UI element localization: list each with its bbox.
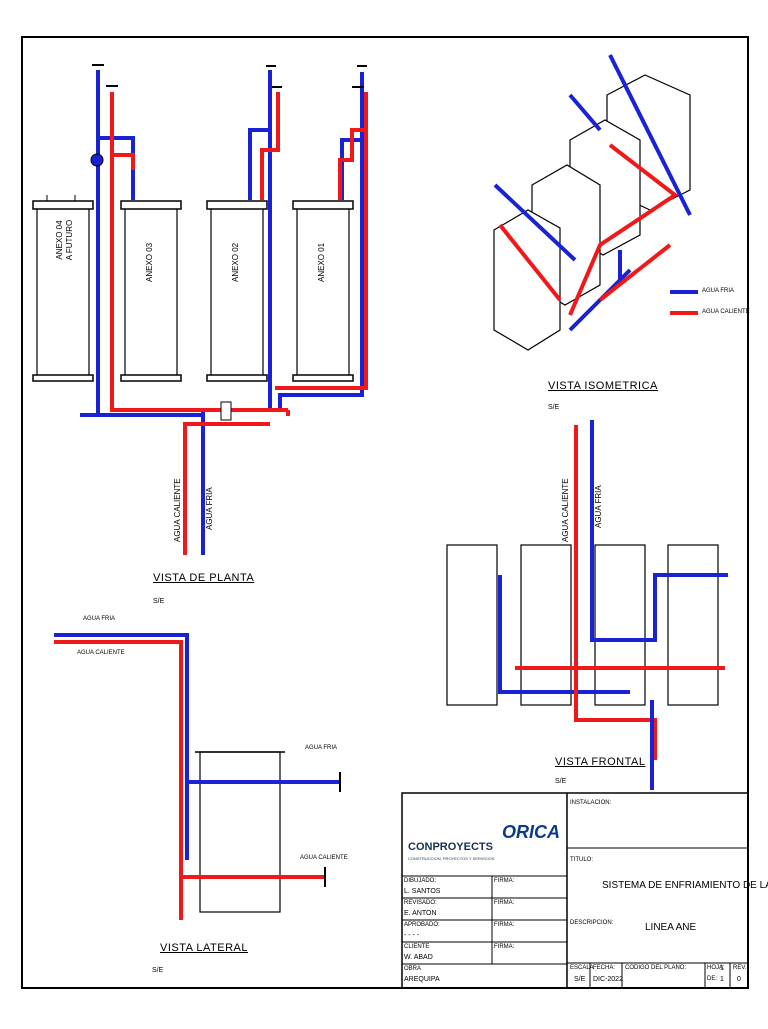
frontal-view-title: VISTA FRONTAL <box>555 756 646 768</box>
aprobado-label: APROBADO: <box>404 922 440 928</box>
revisado-firma-label: FIRMA: <box>494 900 515 906</box>
frontal-view-scale: S/E <box>555 778 567 785</box>
fecha-label: FECHA: <box>593 965 616 971</box>
company-logo-orica: ORICA <box>502 822 560 842</box>
escala-value: S/E <box>574 976 586 983</box>
plan-cold-label: AGUA FRIA <box>205 487 214 530</box>
sheet-border <box>21 36 749 989</box>
legend-hot-label: AGUA CALIENTE <box>702 309 750 315</box>
annex-tank-03 <box>120 200 182 382</box>
codigo-label: CODIGO DEL PLANO: <box>625 965 687 971</box>
titleblock-frame <box>401 792 749 989</box>
lateral-cold-label-top: AGUA FRIA <box>83 616 116 622</box>
escala-label: ESCALA <box>570 965 594 971</box>
annex-tank-01 <box>292 200 354 382</box>
aprobado-value: - - - - <box>404 932 420 939</box>
plan-hot-label: AGUA CALIENTE <box>173 478 182 542</box>
company-subtitle: CONSTRUCCION, PROYECTOS Y SERVICIOS <box>408 856 495 861</box>
hoja-value: 1 <box>720 965 724 972</box>
annex-tank-04 <box>32 195 94 382</box>
annex-01-label: ANEXO 01 <box>317 242 326 282</box>
plan-view-scale: S/E <box>153 598 165 605</box>
cliente-value: W. ABAD <box>404 954 433 961</box>
plan-union-fitting <box>220 401 232 421</box>
lateral-tank <box>199 751 281 913</box>
dibujado-value: L. SANTOS <box>404 888 441 895</box>
aprobado-firma-label: FIRMA: <box>494 922 515 928</box>
rev-value: 0 <box>737 976 741 983</box>
annex-tank-02 <box>206 200 268 382</box>
lateral-view-title: VISTA LATERAL <box>160 942 249 954</box>
frontal-hot-label: AGUA CALIENTE <box>561 478 570 542</box>
lateral-hot-label-top: AGUA CALIENTE <box>77 650 125 656</box>
legend-cold-label: AGUA FRIA <box>702 288 735 294</box>
lateral-view-scale: S/E <box>152 967 164 974</box>
dibujado-label: DIBUJADO: <box>404 878 437 884</box>
annex-04-label-line2: A FUTURO <box>65 219 74 261</box>
lateral-view <box>54 633 341 920</box>
fecha-value: DIC-2022 <box>593 976 623 983</box>
plan-valve-icon <box>90 153 104 167</box>
descripcion-label: DESCRIPCION: <box>570 920 614 926</box>
descripcion-value: LINEA ANE <box>645 922 697 933</box>
instalacion-label: INSTALACION: <box>570 800 612 806</box>
annex-03-label: ANEXO 03 <box>145 242 154 282</box>
obra-value: AREQUIPA <box>404 976 440 983</box>
plan-view <box>32 64 368 555</box>
plan-view-title: VISTA DE PLANTA <box>153 572 255 584</box>
isometric-view <box>493 54 698 351</box>
frontal-cold-pipes <box>498 420 728 694</box>
de-value: 1 <box>720 976 724 983</box>
obra-label: OBRA <box>404 966 422 972</box>
lateral-cold-label: AGUA FRIA <box>305 745 338 751</box>
dibujado-firma-label: FIRMA: <box>494 878 515 884</box>
lateral-hot-label: AGUA CALIENTE <box>300 855 348 861</box>
cliente-label: CLIENTE <box>404 944 430 950</box>
de-label: DE: <box>707 976 718 982</box>
revisado-value: E. ANTON <box>404 910 437 917</box>
lateral-hot-pipe <box>54 640 325 920</box>
frontal-view <box>446 420 728 790</box>
isometric-view-title: VISTA ISOMETRICA <box>548 380 658 392</box>
annex-04-label-line1: ANEXO 04 <box>55 220 64 260</box>
frontal-hot-pipes <box>515 425 725 760</box>
titulo-label: TITULO: <box>570 857 594 863</box>
plan-valve-handles <box>92 64 367 88</box>
cliente-firma-label: FIRMA: <box>494 944 515 950</box>
iso-cold-pipes <box>493 54 692 332</box>
hoja-label: HOJA: <box>707 965 725 971</box>
rev-label: REV. <box>733 965 747 971</box>
lateral-cold-pipe <box>54 633 340 860</box>
titulo-value: SISTEMA DE ENFRIAMIENTO DE LA <box>602 880 768 891</box>
isometric-view-scale: S/E <box>548 404 560 411</box>
company-logo-conproyects: CONPROYECTS <box>408 841 493 853</box>
revisado-label: REVISADO: <box>404 900 437 906</box>
iso-hot-pipes <box>498 143 679 316</box>
annex-02-label: ANEXO 02 <box>231 242 240 282</box>
frontal-cold-label: AGUA FRIA <box>594 485 603 528</box>
